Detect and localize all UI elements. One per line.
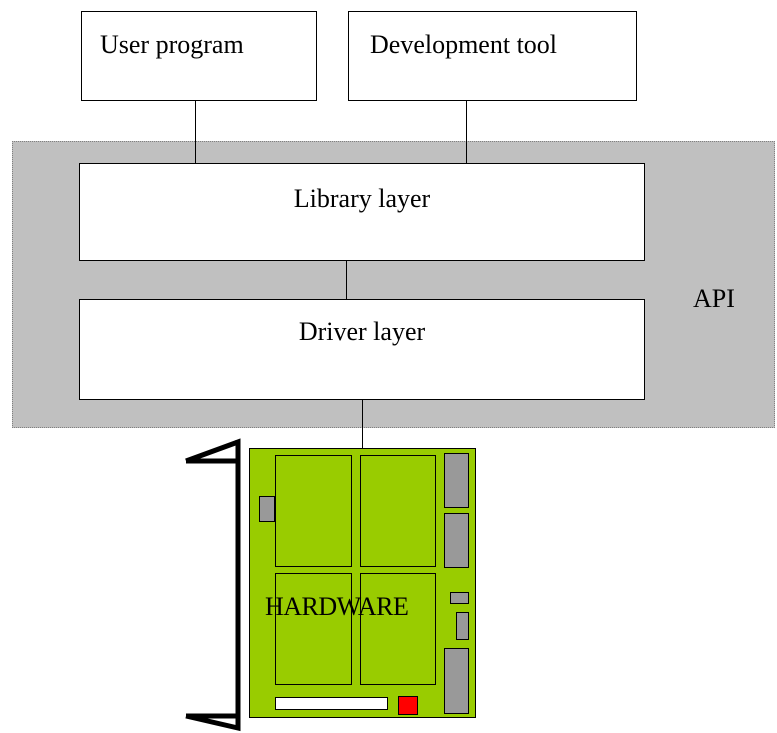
- library-layer-box: Library layer: [79, 163, 645, 261]
- board-connector-right-2: [444, 513, 469, 568]
- board-connector-right-mid: [456, 612, 469, 640]
- driver-layer-label: Driver layer: [298, 317, 426, 346]
- board-connector-right-3: [444, 648, 469, 714]
- board-chip-top-left: [275, 455, 352, 567]
- connector-library-to-driver: [346, 261, 347, 299]
- connector-dev-tool-to-library: [466, 101, 467, 163]
- hardware-label: HARDWARE: [265, 592, 409, 621]
- development-tool-box: Development tool: [348, 11, 637, 101]
- connector-user-program-to-library: [195, 101, 196, 163]
- driver-layer-box: Driver layer: [79, 299, 645, 400]
- board-bracket: [185, 438, 241, 732]
- board-chip-top-right: [360, 455, 436, 567]
- connector-driver-to-hardware: [362, 400, 363, 448]
- user-program-label: User program: [100, 30, 244, 59]
- bracket-bottom-tab: [185, 713, 241, 732]
- board-connector-left: [259, 496, 275, 522]
- library-layer-label: Library layer: [293, 184, 431, 213]
- board-connector-right-1: [444, 453, 469, 508]
- api-label: API: [693, 284, 735, 313]
- board-chip-bottom-right: [360, 573, 436, 685]
- bracket-top-tab: [185, 438, 241, 464]
- board-memory-slot: [275, 697, 388, 710]
- user-program-box: User program: [81, 11, 317, 101]
- development-tool-label: Development tool: [370, 30, 558, 59]
- board-led-red: [398, 696, 418, 715]
- board-connector-right-small: [450, 592, 469, 604]
- board-chip-bottom-left: [275, 573, 352, 685]
